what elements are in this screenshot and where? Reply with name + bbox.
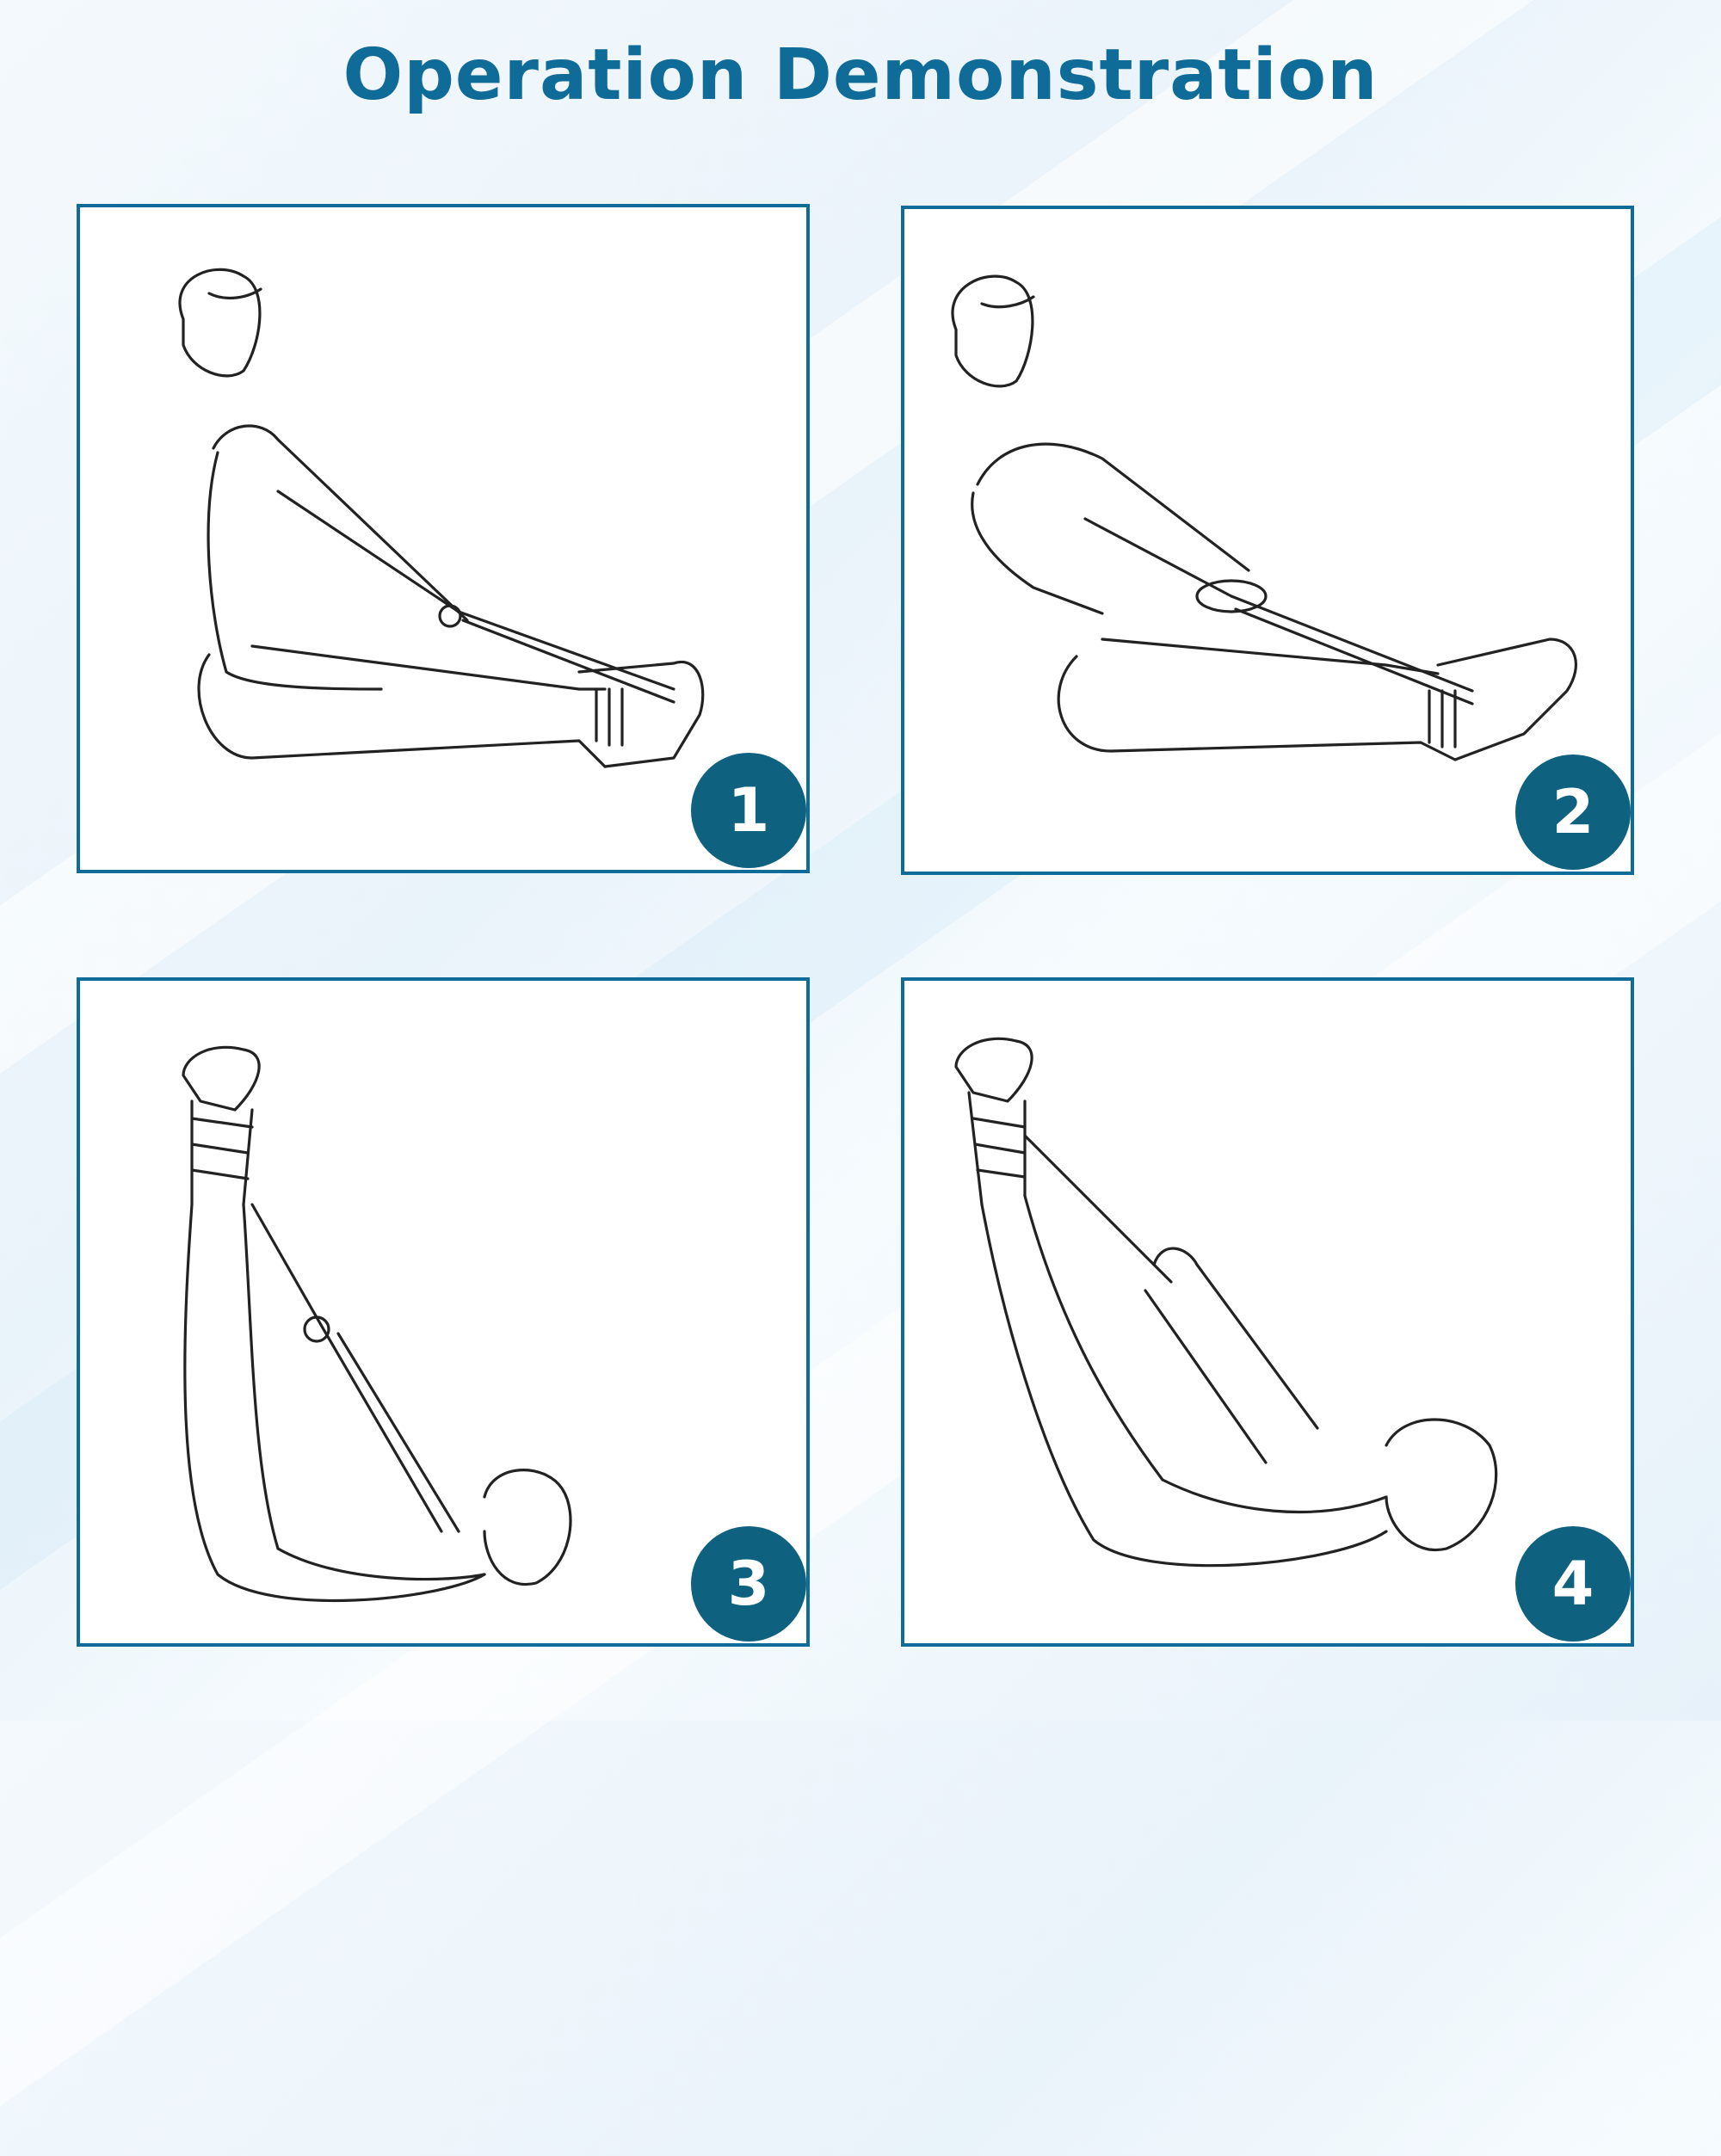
- step-number-badge-4: 4: [1515, 1526, 1631, 1642]
- step-number-badge-1: 1: [691, 753, 806, 868]
- step-number-badge-2: 2: [1515, 755, 1631, 870]
- step-panel-2: 2: [901, 206, 1634, 875]
- legs-raised-illustration: [182, 1045, 572, 1603]
- step-panel-3: 3: [77, 977, 810, 1647]
- page-title: Operation Demonstration: [342, 34, 1379, 116]
- step-number-badge-3: 3: [691, 1526, 806, 1642]
- step-panel-4: 4: [901, 977, 1634, 1647]
- step-panel-1: 1: [77, 204, 810, 873]
- legs-raised-pull-illustration: [954, 1037, 1498, 1568]
- seated-pull-illustration: [951, 274, 1577, 761]
- seated-stretch-illustration: [178, 268, 705, 768]
